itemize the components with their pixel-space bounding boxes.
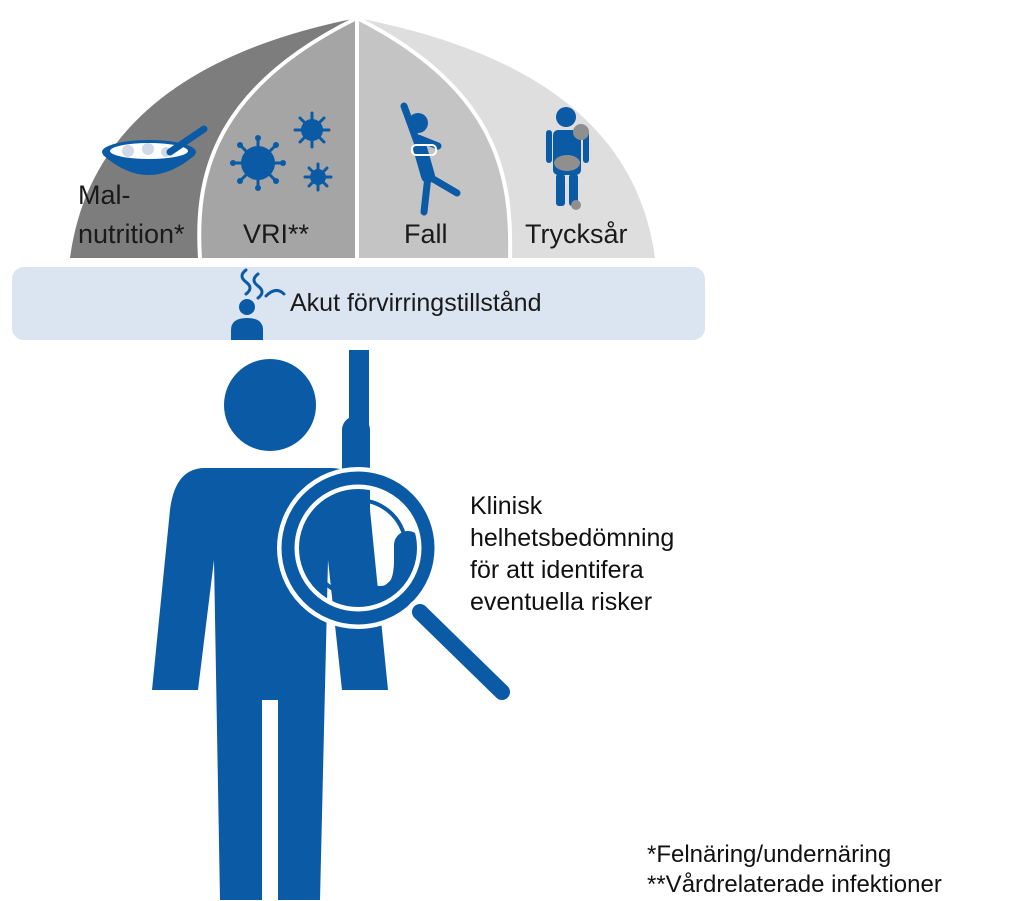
assessment-text: Klinisk helhetsbedömning för att identif… (470, 490, 674, 618)
pressure-ulcer-person-icon (546, 107, 589, 210)
footnotes: *Felnäring/undernäring **Vårdrelaterade … (647, 840, 942, 900)
falling-person-icon (400, 102, 461, 216)
confused-person-icon (231, 268, 286, 340)
canopy-segment-malnutrition (70, 18, 357, 258)
segment-label-fall: Fall (404, 219, 448, 249)
bowl-icon (102, 125, 208, 175)
assessment-line: Klinisk (470, 492, 543, 520)
assessment-line: helhetsbedömning (470, 524, 675, 552)
person-icon (152, 359, 388, 900)
canopy-segment-vri (199, 18, 357, 258)
assessment-line: eventuella risker (470, 588, 653, 616)
segment-label-vri: VRI** (243, 219, 310, 249)
confusion-band (12, 267, 705, 340)
footnote-vri: **Vårdrelaterade infektioner (647, 871, 942, 898)
magnifying-glass-icon (277, 467, 515, 705)
segment-label-trycksar: Trycksår (525, 219, 628, 249)
band-label: Akut förvirringstillstånd (290, 289, 541, 317)
footnote-malnutrition: *Felnäring/undernäring (647, 841, 892, 868)
segment-label-malnutrition-line2: nutrition* (78, 219, 185, 249)
umbrella-shaft (342, 350, 422, 615)
assessment-line: för att identifera (470, 556, 644, 584)
virus-icon (230, 111, 333, 192)
segment-label-malnutrition-line1: Mal- (78, 180, 131, 210)
canopy-segment-fall (357, 18, 511, 258)
canopy-segment-trycksar (357, 18, 655, 258)
